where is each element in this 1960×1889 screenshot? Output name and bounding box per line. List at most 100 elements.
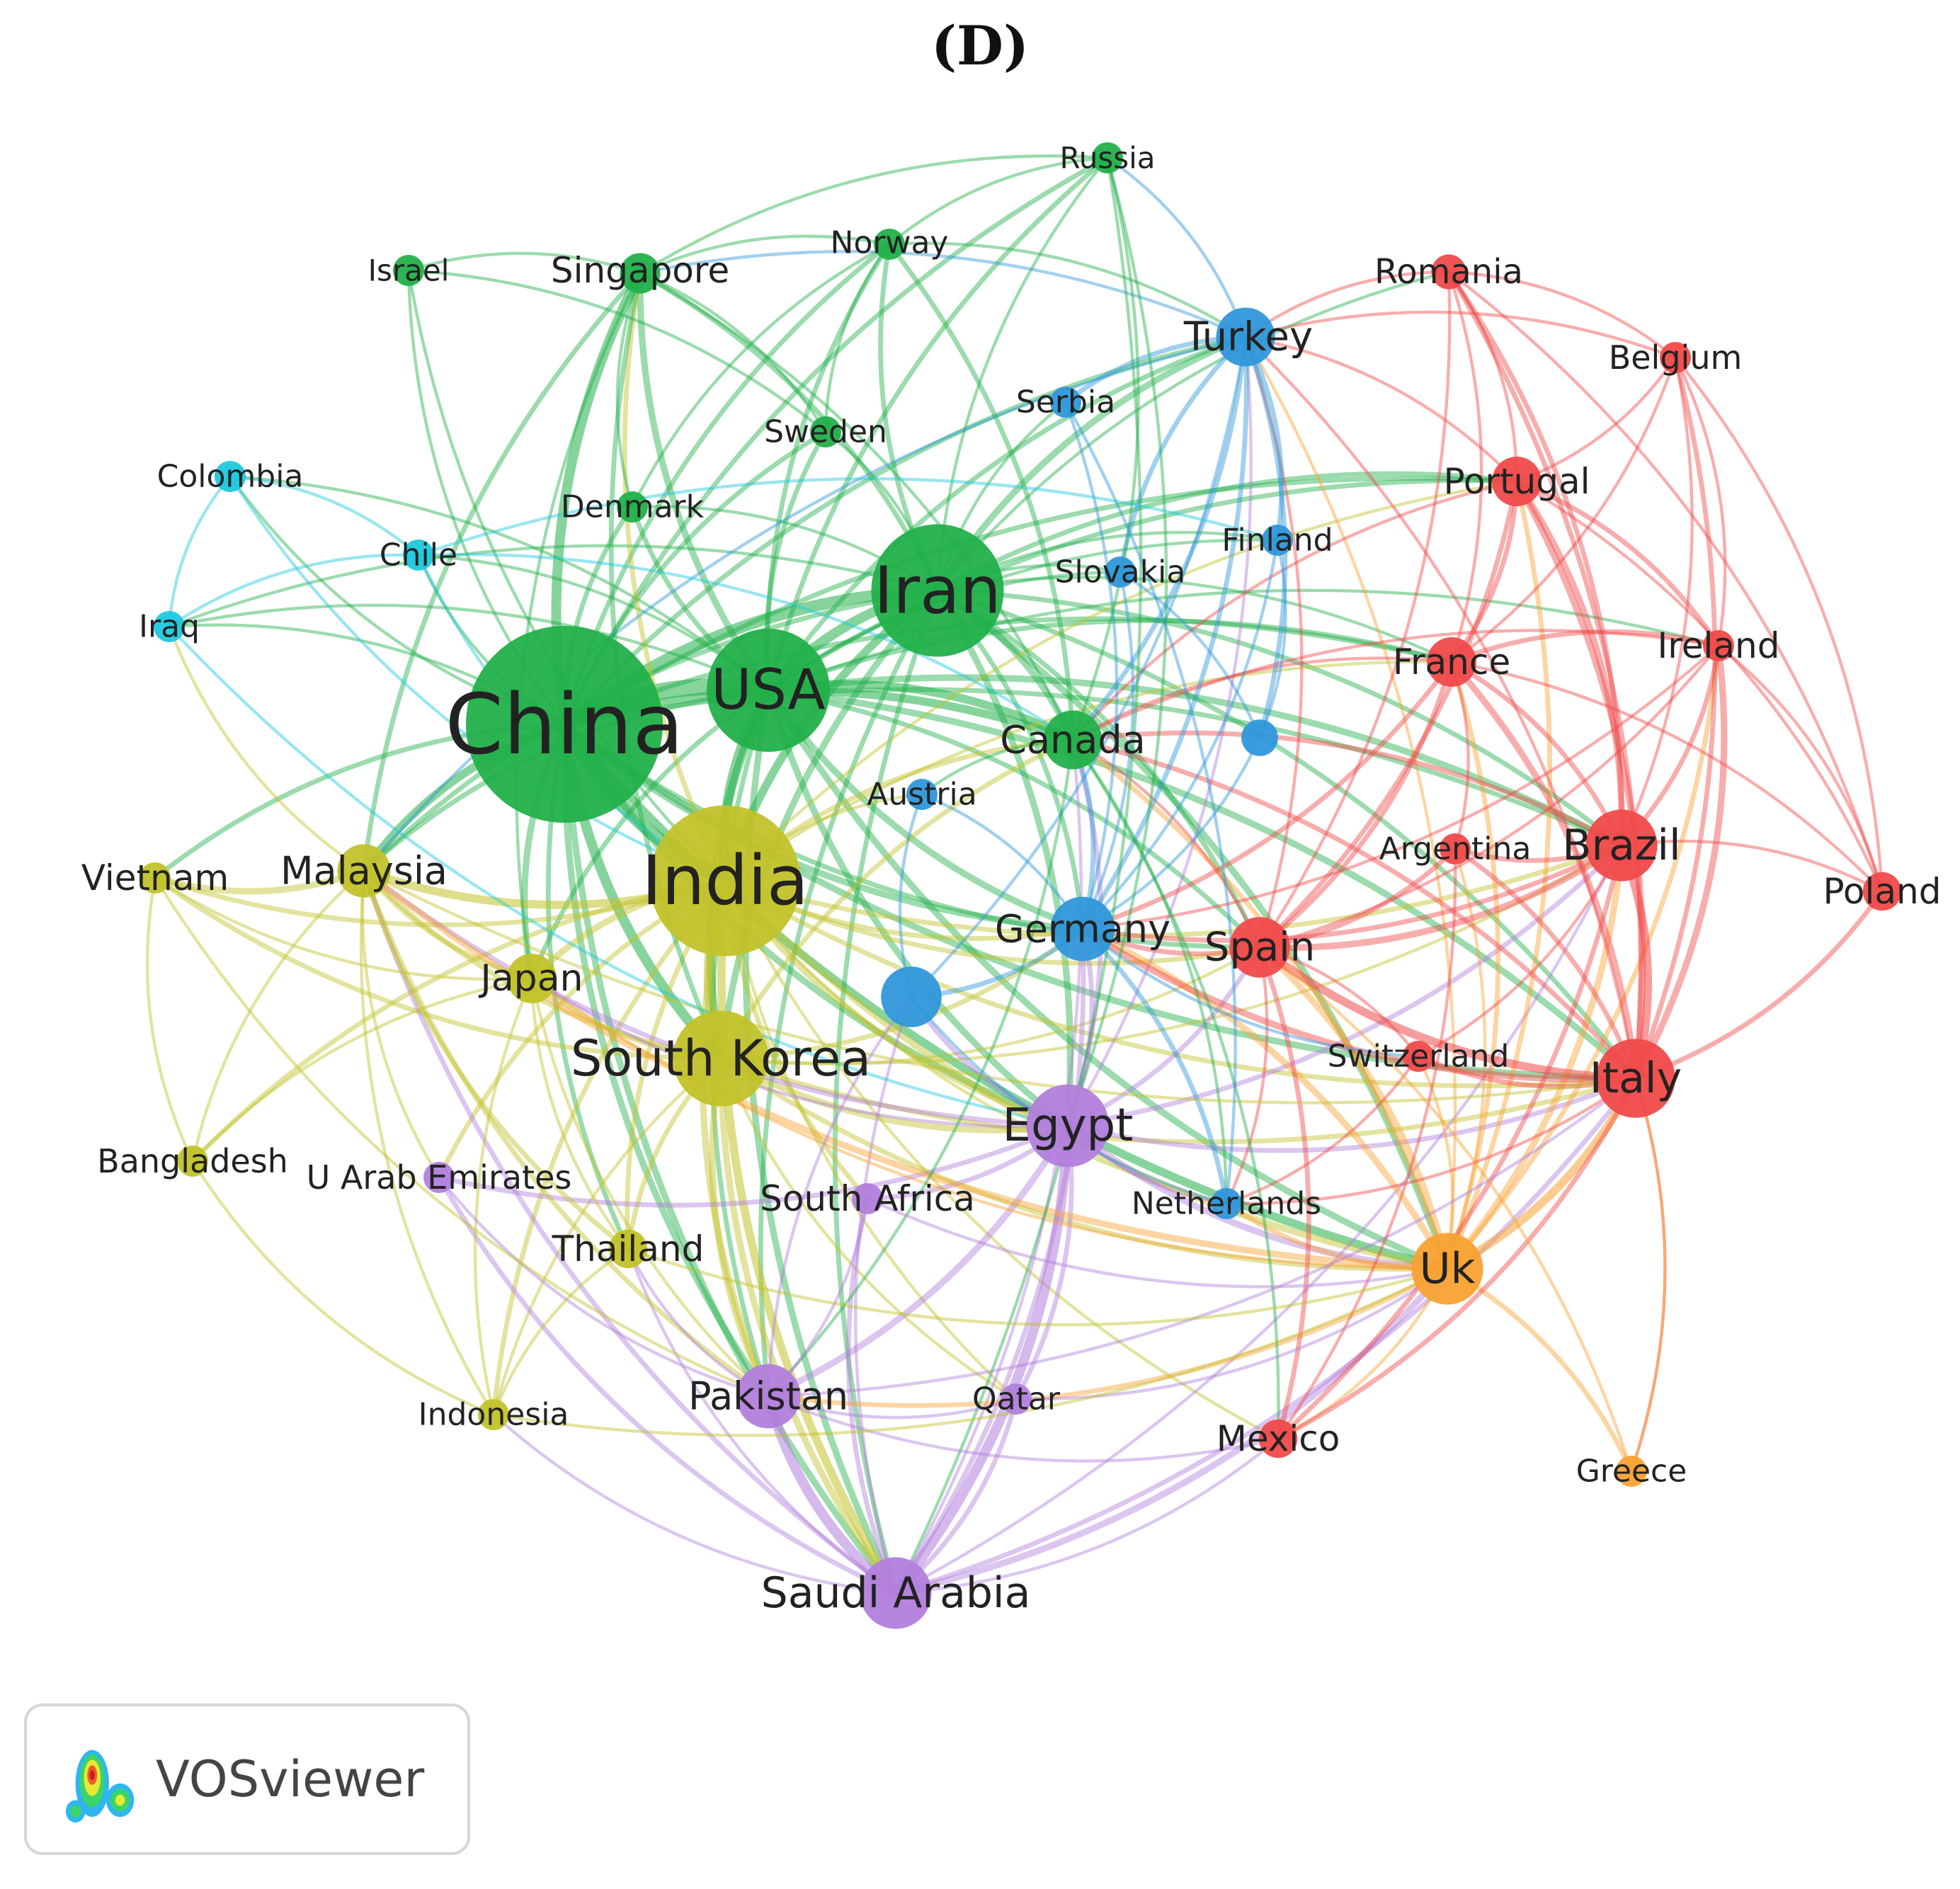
node-Switzerland[interactable] [1403,1041,1434,1072]
link-Italy-Ireland [1632,642,1728,1082]
node-label-Japan: Japan [478,957,583,1000]
node-Austria[interactable] [906,779,938,810]
link-Iran-Spain [935,588,1263,950]
node-India[interactable] [649,805,801,957]
link-Portugal-Turkey [1243,335,1519,484]
link-Turkey-Slovakia [1117,334,1248,575]
node-Malaysia[interactable] [337,844,391,898]
node-Belgium[interactable] [1660,342,1691,373]
node-Slovakia[interactable] [1105,557,1136,588]
link-Italy-Greece [1629,1076,1667,1473]
node-Chile[interactable] [403,540,434,571]
node-Israel[interactable] [393,255,424,286]
link-France-Ireland [1449,629,1721,665]
node-USA[interactable] [707,629,830,752]
node-Colombia[interactable] [215,461,246,492]
node-Serbia[interactable] [1050,387,1081,418]
link-Germany-Finland [1081,538,1280,931]
node-label-Canada: Canada [1000,718,1145,763]
node-Norway[interactable] [874,229,905,260]
link-Spain-Portugal [1257,479,1520,950]
link-USA-Brazil [765,674,1625,849]
link-USA-Italy [765,687,1639,1082]
link-Germany-Serbia [1064,400,1119,931]
node-Iraq[interactable] [154,611,185,642]
link-Singapore-Denmark [615,271,642,509]
node-Denmark[interactable] [617,491,648,523]
node-Spain[interactable] [1229,917,1290,978]
node-BlueUnlabeledA[interactable] [1241,719,1278,756]
link-Israel-Sweden [406,268,828,434]
link-Malaysia-Bangladesh [190,869,366,1163]
node-Argentina[interactable] [1440,833,1471,864]
node-UAE[interactable] [423,1162,455,1193]
node-Qatar[interactable] [1001,1383,1032,1415]
link-France-Germany [1080,659,1454,932]
node-label-Israel: Israel [368,253,450,288]
node-Romania[interactable] [1431,254,1466,290]
link-Pakistan-Italy [766,1076,1638,1398]
node-Bangladesh[interactable] [177,1146,208,1177]
link-Iran-Russia [935,156,1110,593]
link-Pakistan-Qatar [766,1394,1018,1420]
node-China[interactable] [466,626,663,823]
node-Canada[interactable] [1043,710,1102,770]
link-Norway-Turkey [887,241,1248,339]
node-Brazil[interactable] [1585,809,1658,881]
node-SaudiArabia[interactable] [860,1557,932,1629]
link-India-Qatar [723,879,1018,1401]
node-SouthAfrica[interactable] [852,1183,883,1214]
node-Netherlands[interactable] [1211,1188,1242,1219]
node-Italy[interactable] [1596,1039,1675,1118]
node-Uk[interactable] [1411,1233,1483,1305]
links-layer [145,154,1885,1598]
link-SaudiArabia-Brazil [894,843,1624,1595]
link-USA-Colombia [228,474,770,692]
link-Chile-Colombia [228,474,421,557]
link-Portugal-Ireland [1514,479,1721,649]
node-Poland[interactable] [1862,872,1902,911]
node-Germany[interactable] [1050,896,1115,961]
node-Iran[interactable] [871,524,1004,657]
nodes-layer [139,142,1902,1629]
node-SouthKorea[interactable] [673,1010,769,1107]
node-Ireland[interactable] [1703,630,1734,661]
node-Egypt[interactable] [1026,1084,1110,1168]
node-Sweden[interactable] [810,416,841,447]
link-Malaysia-Italy [362,869,1638,1105]
link-India-Brazil [722,843,1624,939]
node-Singapore[interactable] [620,253,661,294]
link-France-Romania [1447,270,1483,664]
link-Bangladesh-Indonesia [190,1159,496,1417]
node-Vietnam[interactable] [139,862,171,894]
node-label-UAE: U Arab Emirates [307,1158,572,1197]
link-Romania-Belgium [1447,270,1677,360]
node-Mexico[interactable] [1258,1419,1298,1459]
node-Greece[interactable] [1616,1456,1647,1487]
vosviewer-heatmap-logo-icon [65,1750,135,1823]
link-Uk-Turkey [1243,335,1457,1271]
link-USA-Finland [766,538,1280,692]
node-Pakistan[interactable] [736,1364,801,1429]
node-Thailand[interactable] [608,1229,648,1269]
link-Germany-Switzerland [1081,927,1420,1058]
node-France[interactable] [1427,637,1476,687]
node-Russia[interactable] [1092,142,1123,173]
node-Indonesia[interactable] [478,1399,509,1430]
node-label-Portugal: Portugal [1443,461,1590,502]
link-Ireland-Poland [1716,644,1884,894]
node-BlueUnlabeledB[interactable] [881,966,942,1027]
link-SouthKorea-Uk [718,1056,1450,1272]
link-Italy-Netherlands [1224,1076,1638,1206]
node-Turkey[interactable] [1216,307,1275,367]
node-Japan[interactable] [507,954,557,1003]
node-Portugal[interactable] [1492,457,1542,506]
node-label-Denmark: Denmark [561,489,705,525]
link-SouthKorea-Qatar [719,1056,1018,1401]
link-Italy-Argentina [1452,846,1639,1081]
node-Finland[interactable] [1262,525,1293,556]
link-Slovakia-BlueUnlabeledA [1118,570,1262,740]
link-Chile-Canada [416,552,1075,742]
link-SouthKorea-Canada [718,737,1076,1061]
link-USA-Spain [765,687,1263,950]
